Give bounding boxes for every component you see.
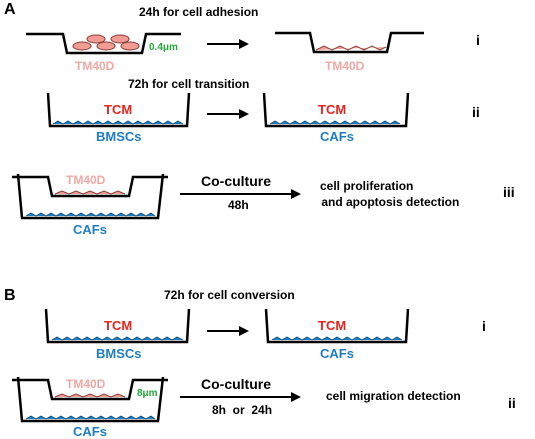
b-row2-arrow-top: Co-culture <box>201 376 271 392</box>
b-row1-left-cell-label: BMSCs <box>96 346 142 361</box>
b-row1-caption: 72h for cell conversion <box>164 288 295 302</box>
a-row2-left-cell-label: BMSCs <box>96 129 142 144</box>
a-row2-right-medium: TCM <box>318 102 346 117</box>
a-row2-right-cell-label: CAFs <box>320 129 354 144</box>
b-row1-right-medium: TCM <box>318 318 346 333</box>
a-row3-insert-cell-label: TM40D <box>66 173 106 187</box>
b-row1-left-medium: TCM <box>104 318 132 333</box>
b-row1-right-well <box>264 308 410 344</box>
a-row1-tm40d-cells <box>72 34 140 51</box>
a-row1-pore-size: 0.4μm <box>149 42 178 53</box>
a-row3-coculture-well <box>12 173 168 220</box>
a-row3-well-cell-label: CAFs <box>73 222 107 237</box>
a-row1-caption: 24h for cell adhesion <box>139 5 258 19</box>
b-row2-arrow-bottom: 8h or 24h <box>212 403 272 417</box>
a-row2-left-well <box>46 92 191 128</box>
b-row2-insert-cell-label: TM40D <box>66 377 106 391</box>
b-row1-right-cell-label: CAFs <box>320 346 354 361</box>
a-row1-roman: i <box>476 32 480 48</box>
b-row2-result: cell migration detection <box>326 389 461 403</box>
panel-b-letter: B <box>4 287 16 304</box>
a-row3-roman: iii <box>503 184 515 200</box>
b-row2-coculture-well <box>12 376 168 423</box>
b-row1-roman: i <box>482 318 486 334</box>
a-row2-left-medium: TCM <box>104 102 132 117</box>
b-row2-roman: ii <box>508 395 516 411</box>
a-row2-roman: ii <box>472 104 480 120</box>
a-row1-right-insert <box>275 31 424 54</box>
a-row3-result-line2: and apoptosis detection <box>318 195 459 209</box>
a-row2-right-well <box>262 92 410 128</box>
a-row1-left-insert <box>26 32 181 55</box>
a-row1-right-cell-label: TM40D <box>325 59 365 73</box>
a-row3-result-line1: cell proliferation <box>320 179 413 193</box>
b-row2-well-cell-label: CAFs <box>73 424 107 439</box>
a-row3-arrow-top: Co-culture <box>201 173 271 189</box>
a-row3-arrow-bottom: 48h <box>228 198 249 212</box>
b-row1-left-well <box>44 308 191 344</box>
a-row2-caption: 72h for cell transition <box>128 77 249 91</box>
panel-a-letter: A <box>4 1 16 18</box>
b-row2-pore-size: 8μm <box>137 388 158 399</box>
a-row1-left-cell-label: TM40D <box>75 59 115 73</box>
